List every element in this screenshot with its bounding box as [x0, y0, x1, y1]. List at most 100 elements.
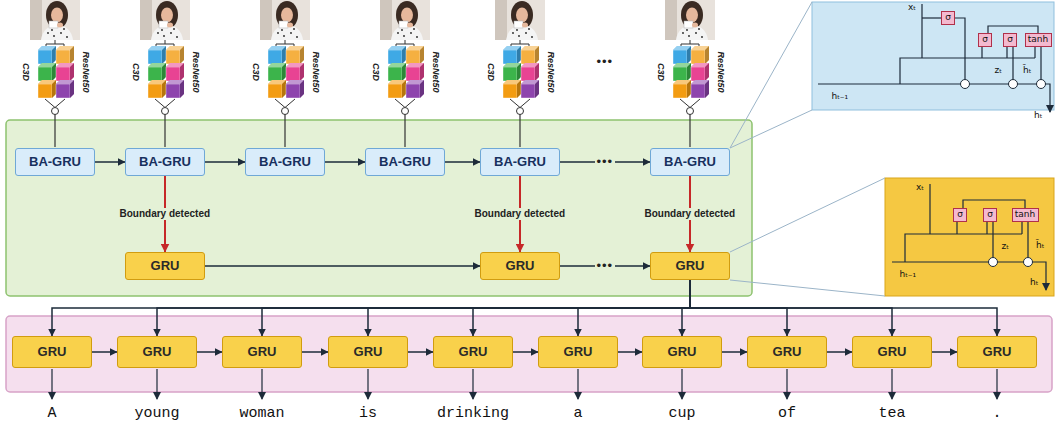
cell-symbol: hₜ₋₁: [900, 270, 917, 280]
connector-arrow: [513, 351, 538, 353]
frame-feature-column: [140, 0, 190, 147]
node-text: BA-GRU: [29, 155, 81, 169]
node-text: GRU: [773, 345, 802, 359]
decoder-gru-cell: GRU: [747, 336, 827, 368]
caption-word: is: [359, 406, 377, 423]
connector-arrow: [408, 351, 433, 353]
caption-word: drinking: [437, 406, 509, 423]
connector-arrow: [445, 161, 480, 163]
feature-label: ResNet50: [310, 51, 320, 92]
ba-gru-cell: BA-GRU: [125, 148, 205, 176]
feature-label: ResNet50: [715, 51, 725, 92]
node-text: GRU: [564, 345, 593, 359]
gru-inset: [885, 178, 1054, 296]
node-text: σ: [945, 13, 951, 23]
gate-box: σ: [983, 208, 997, 222]
zoom-lines: [730, 2, 885, 296]
node-text: σ: [1007, 35, 1013, 45]
frame-feature-column: [260, 0, 310, 147]
cell-symbol: hₜ: [1034, 111, 1042, 121]
node-text: GRU: [878, 345, 907, 359]
ba-gru-cell: BA-GRU: [650, 148, 730, 176]
node-text: GRU: [38, 345, 67, 359]
node-text: BA-GRU: [379, 155, 431, 169]
connector-arrow: [92, 351, 117, 353]
frame-feature-column: [30, 0, 80, 147]
node-text: σ: [982, 35, 988, 45]
caption-word: tea: [879, 406, 906, 423]
connector-arrow: [690, 280, 997, 336]
connector-arrow: [157, 280, 690, 336]
gate-box: σ: [978, 33, 992, 47]
decoder-gru-cell: GRU: [12, 336, 92, 368]
caption-word: .: [993, 406, 1002, 423]
connector-arrow: [473, 280, 690, 336]
cell-symbol: h̃ₜ: [1023, 66, 1031, 76]
connector-arrow: [302, 351, 328, 353]
connector-arrow: [197, 351, 222, 353]
feature-label: ResNet50: [545, 51, 555, 92]
feature-label: C3D: [20, 63, 30, 81]
connector-arrow: [205, 265, 480, 267]
decoder-gru-cell: GRU: [538, 336, 618, 368]
decoder-gru-cell: GRU: [433, 336, 513, 368]
feature-label: C3D: [250, 63, 260, 81]
gate-box: tanh: [1025, 33, 1052, 47]
node-text: GRU: [143, 345, 172, 359]
node-text: σ: [987, 210, 993, 220]
decoder-gru-cell: GRU: [852, 336, 932, 368]
node-text: GRU: [459, 345, 488, 359]
node-text: BA-GRU: [494, 155, 546, 169]
connector-arrow: [578, 280, 690, 336]
ellipsis: •••: [595, 259, 616, 273]
gru-cell: GRU: [125, 252, 205, 280]
caption-word: young: [135, 406, 180, 423]
node-text: GRU: [676, 259, 705, 273]
node-text: GRU: [983, 345, 1012, 359]
gru-cell-wiring: [892, 184, 1046, 290]
decoder-gru-cell: GRU: [328, 336, 408, 368]
caption-word: a: [574, 406, 583, 423]
edge-label: Boundary detected: [643, 208, 738, 220]
caption-word: of: [778, 406, 796, 423]
cell-symbol: xₜ: [916, 183, 924, 193]
connector-arrow: [205, 161, 245, 163]
decoder-gru-cell: GRU: [222, 336, 302, 368]
cell-symbol: zₜ: [1002, 242, 1009, 252]
ba-gru-cell-wiring: [818, 4, 1050, 112]
feature-label: C3D: [485, 63, 495, 81]
connector-arrow: [325, 161, 365, 163]
frame-feature-column: [495, 0, 545, 147]
feature-label: C3D: [370, 63, 380, 81]
connector-arrow: [262, 280, 690, 336]
connector-arrow: [618, 351, 642, 353]
ba-gru-inset: [812, 2, 1054, 110]
operation-circles: [961, 80, 1046, 89]
gate-box: tanh: [1012, 208, 1039, 222]
cell-symbol: hₜ: [1030, 278, 1038, 288]
gru-cell: GRU: [480, 252, 560, 280]
feature-label: C3D: [655, 63, 665, 81]
caption-word: cup: [669, 406, 696, 423]
connector-arrow: [827, 351, 852, 353]
decoder-gru-cell: GRU: [957, 336, 1037, 368]
node-text: σ: [957, 210, 963, 220]
edge-label: Boundary detected: [473, 208, 568, 220]
connector-arrow: [52, 280, 690, 336]
frame-feature-column: [665, 0, 715, 147]
node-text: BA-GRU: [664, 155, 716, 169]
ba-gru-cell: BA-GRU: [480, 148, 560, 176]
gru-cell: GRU: [650, 252, 730, 280]
node-text: tanh: [1028, 35, 1048, 45]
word-output-arrows: [52, 369, 997, 399]
feature-label: ResNet50: [430, 51, 440, 92]
gate-box: σ: [953, 208, 967, 222]
connector-arrow: [682, 280, 690, 336]
gate-box: σ: [1003, 33, 1017, 47]
gate-box: σ: [941, 11, 955, 25]
ellipsis: •••: [597, 55, 614, 69]
ellipsis: •••: [595, 155, 616, 169]
